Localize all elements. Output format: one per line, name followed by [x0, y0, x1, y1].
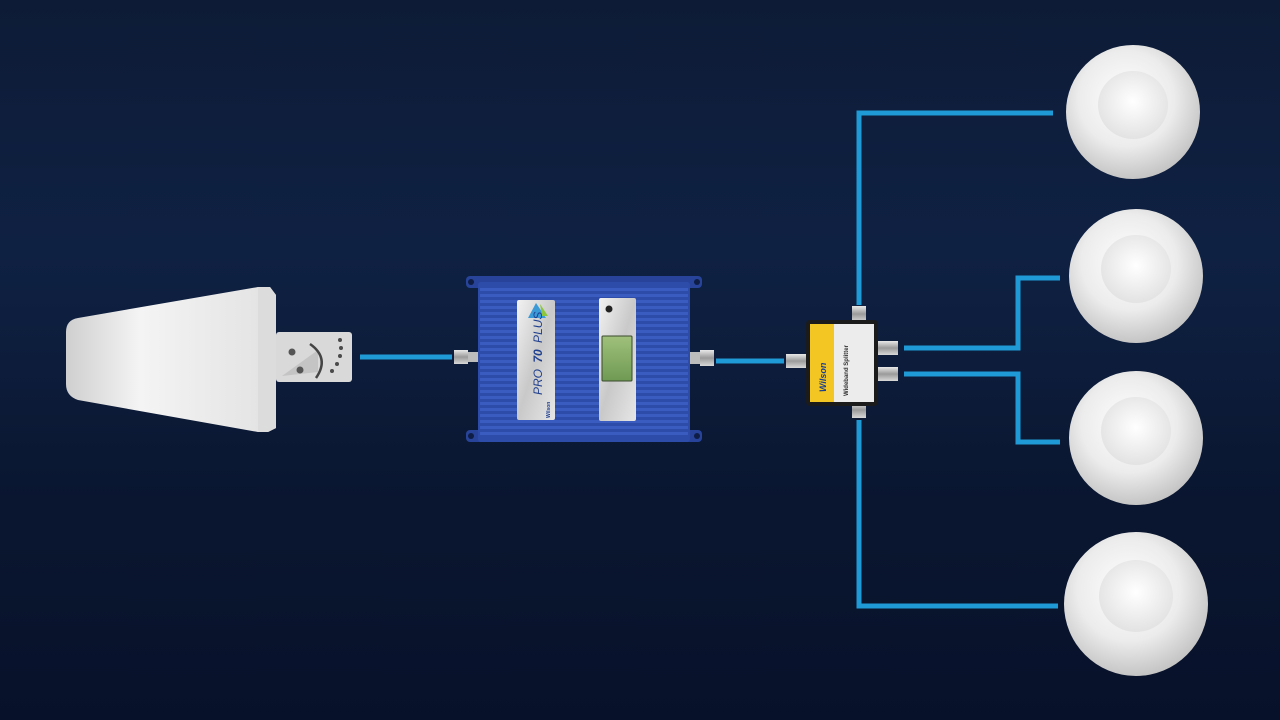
cooling-fin: [480, 378, 688, 381]
cooling-fin: [480, 384, 688, 387]
cable-splitter-to-dome-1: [856, 110, 1053, 305]
cooling-fin: [480, 396, 688, 399]
dome-antenna-1: [1066, 45, 1200, 179]
cooling-fin: [480, 366, 688, 369]
dome-antenna-2: [1069, 209, 1203, 343]
dome-antenna-3: [1069, 371, 1203, 505]
cooling-fin: [480, 414, 688, 417]
cable-splitter-to-dome-3: [904, 371, 1060, 445]
cooling-fin: [480, 324, 688, 327]
booster-brand-label: Wilson: [546, 402, 552, 418]
splitter-connector-top-icon: [852, 306, 866, 322]
splitter-connector-right-1-icon: [876, 341, 898, 355]
cooling-fin: [480, 342, 688, 345]
lcd-display: [601, 335, 633, 382]
booster-cooling-fins: [480, 288, 688, 435]
cooling-fin: [480, 390, 688, 393]
booster-model-panel: [517, 300, 555, 420]
cooling-fin: [480, 294, 688, 297]
cooling-fin: [480, 306, 688, 309]
cooling-fin: [480, 432, 688, 435]
cable-splitter-to-dome-2: [904, 275, 1060, 351]
cooling-fin: [480, 288, 688, 291]
cooling-fin: [480, 402, 688, 405]
cooling-fin: [480, 426, 688, 429]
splitter-brand-label: Wilson: [818, 362, 828, 392]
splitter-connector-left-icon: [786, 354, 808, 368]
cooling-fin: [480, 372, 688, 375]
splitter-model-label: Wideband Splitter: [844, 344, 850, 396]
cooling-fin: [480, 318, 688, 321]
four-way-splitter: Wilson Wideband Splitter: [786, 306, 898, 418]
signal-booster: PRO 70 PLUS Wilson: [454, 276, 714, 442]
status-led-icon: [605, 305, 613, 313]
cooling-fin: [480, 330, 688, 333]
cooling-fin: [480, 354, 688, 357]
splitter-connector-right-2-icon: [876, 367, 898, 381]
cooling-fin: [480, 312, 688, 315]
booster-model-label: PRO 70 PLUS: [531, 312, 545, 395]
cooling-fin: [480, 360, 688, 363]
mount-bracket-icon: [276, 332, 352, 382]
dome-antenna-4: [1064, 532, 1208, 676]
cables: [360, 110, 1060, 609]
booster-input-connector-icon: [454, 350, 478, 364]
booster-output-connector-icon: [690, 350, 714, 366]
yagi-antenna: [66, 287, 352, 432]
cable-splitter-to-dome-4: [856, 420, 1058, 609]
cooling-fin: [480, 348, 688, 351]
cooling-fin: [480, 420, 688, 423]
cooling-fin: [480, 300, 688, 303]
cooling-fin: [480, 336, 688, 339]
cooling-fin: [480, 408, 688, 411]
